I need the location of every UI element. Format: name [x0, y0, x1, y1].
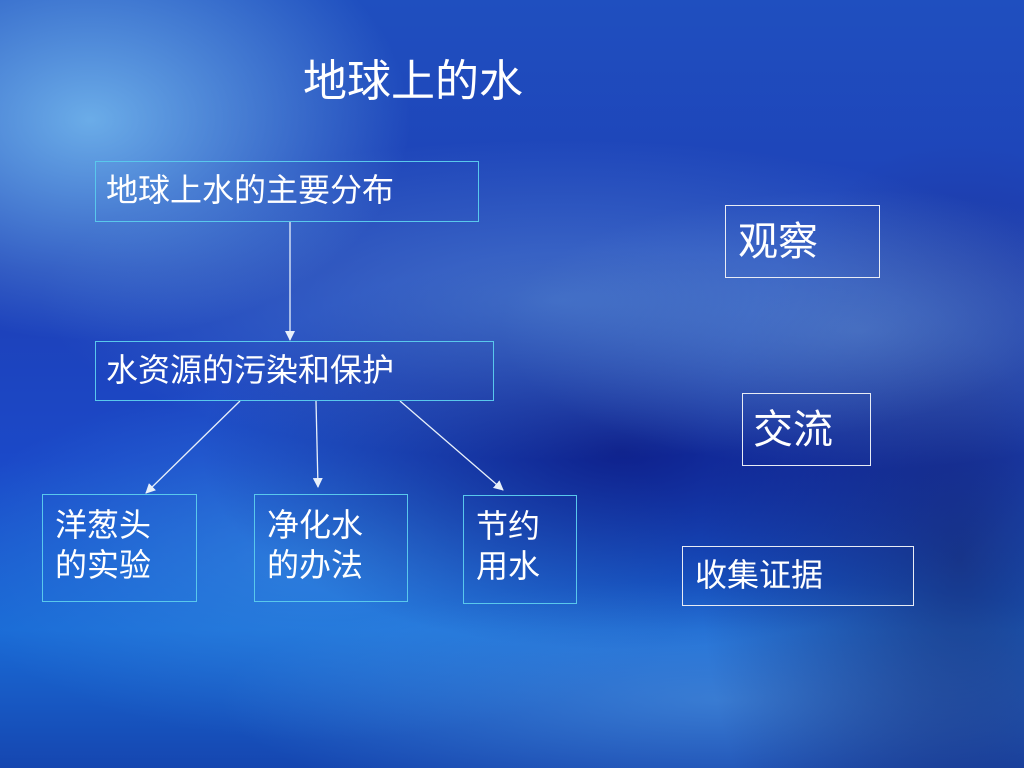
arrow-pollution-to-onion: [145, 400, 241, 494]
node-water-purification: 净化水 的办法: [254, 494, 408, 602]
side-label-discuss-text: 交流: [753, 407, 833, 453]
node-save-water-line2: 用水: [476, 547, 541, 585]
node-onion-experiment: 洋葱头 的实验: [42, 494, 197, 602]
node-water-distribution: 地球上水的主要分布: [95, 161, 479, 222]
arrow-pollution-to-save: [399, 400, 504, 491]
node-water-distribution-label: 地球上水的主要分布: [106, 171, 395, 209]
node-water-purification-line2: 的办法: [267, 546, 364, 584]
node-save-water: 节约 用水: [463, 495, 577, 604]
node-water-pollution-protection: 水资源的污染和保护: [95, 341, 494, 401]
node-save-water-line1: 节约: [476, 507, 541, 545]
node-water-pollution-protection-label: 水资源的污染和保护: [106, 351, 395, 389]
side-label-collect-evidence-text: 收集证据: [695, 556, 824, 594]
side-label-collect-evidence: 收集证据: [682, 546, 914, 606]
side-label-discuss: 交流: [742, 393, 871, 466]
slide-title: 地球上的水: [303, 56, 523, 107]
node-water-purification-line1: 净化水: [267, 506, 364, 544]
node-onion-experiment-line2: 的实验: [55, 546, 152, 584]
side-label-observe-text: 观察: [738, 219, 818, 265]
side-label-observe: 观察: [725, 205, 880, 278]
node-onion-experiment-line1: 洋葱头: [55, 506, 152, 544]
arrow-pollution-to-purify: [312, 400, 323, 488]
